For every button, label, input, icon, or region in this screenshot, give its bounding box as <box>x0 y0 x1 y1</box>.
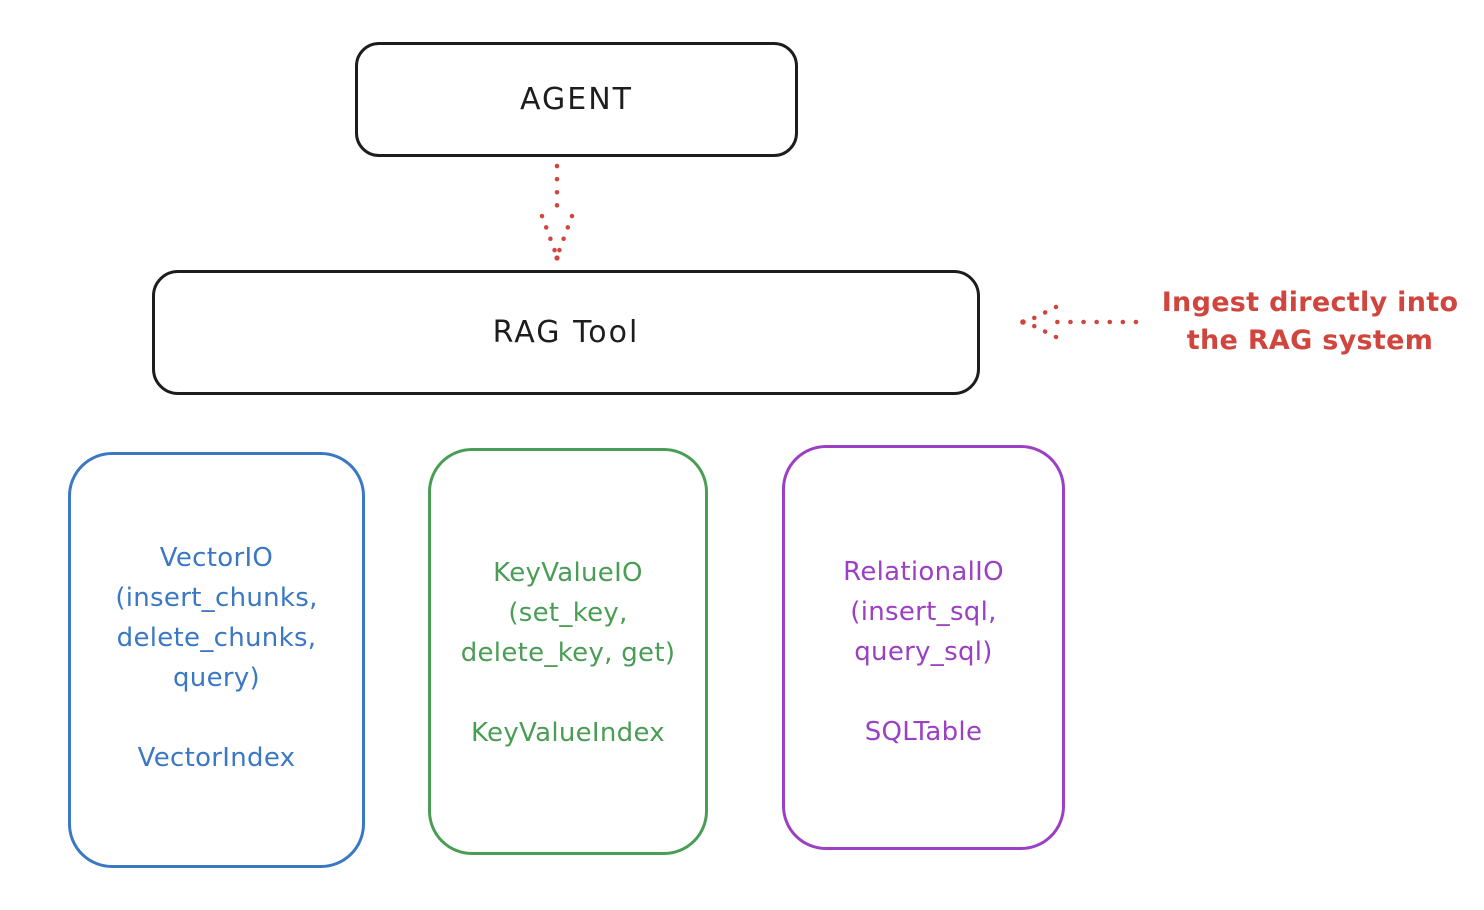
ingest-annotation-line2: the RAG system <box>1186 325 1434 356</box>
vector-io-box: VectorIO (insert_chunks, delete_chunks, … <box>68 452 365 868</box>
relational-io-method-line2: query_sql) <box>854 637 993 667</box>
rag-tool-box: RAG Tool <box>152 270 980 395</box>
keyvalue-io-method-line2: delete_key, get) <box>460 638 676 668</box>
keyvalue-io-box: KeyValueIO (set_key, delete_key, get) Ke… <box>428 448 708 855</box>
sql-table-label: SQLTable <box>864 717 983 747</box>
agent-label: AGENT <box>520 82 633 117</box>
vector-io-method-line3: query) <box>173 663 260 693</box>
keyvalue-index-label: KeyValueIndex <box>470 718 665 748</box>
vector-index-label: VectorIndex <box>137 743 296 773</box>
keyvalue-io-method-line1: (set_key, <box>508 598 628 628</box>
vector-io-title: VectorIO <box>159 543 274 573</box>
agent-box: AGENT <box>355 42 798 157</box>
keyvalue-io-title: KeyValueIO <box>493 558 643 588</box>
relational-io-text: RelationalIO (insert_sql, query_sql) SQL… <box>785 552 1062 752</box>
relational-io-box: RelationalIO (insert_sql, query_sql) SQL… <box>782 445 1065 850</box>
keyvalue-io-text: KeyValueIO (set_key, delete_key, get) Ke… <box>431 553 705 753</box>
relational-io-title: RelationalIO <box>843 557 1004 587</box>
vector-io-method-line1: (insert_chunks, <box>115 583 318 613</box>
rag-tool-label: RAG Tool <box>492 315 640 350</box>
ingest-annotation-line1: Ingest directly into <box>1161 287 1459 318</box>
relational-io-method-line1: (insert_sql, <box>850 597 997 627</box>
vector-io-text: VectorIO (insert_chunks, delete_chunks, … <box>71 538 362 778</box>
agent-to-ragtool-dotted-arrow <box>539 163 575 261</box>
ingest-annotation: Ingest directly into the RAG system <box>1135 284 1484 360</box>
vector-io-method-line2: delete_chunks, <box>116 623 317 653</box>
annotation-to-ragtool-dotted-arrow <box>1020 304 1139 340</box>
